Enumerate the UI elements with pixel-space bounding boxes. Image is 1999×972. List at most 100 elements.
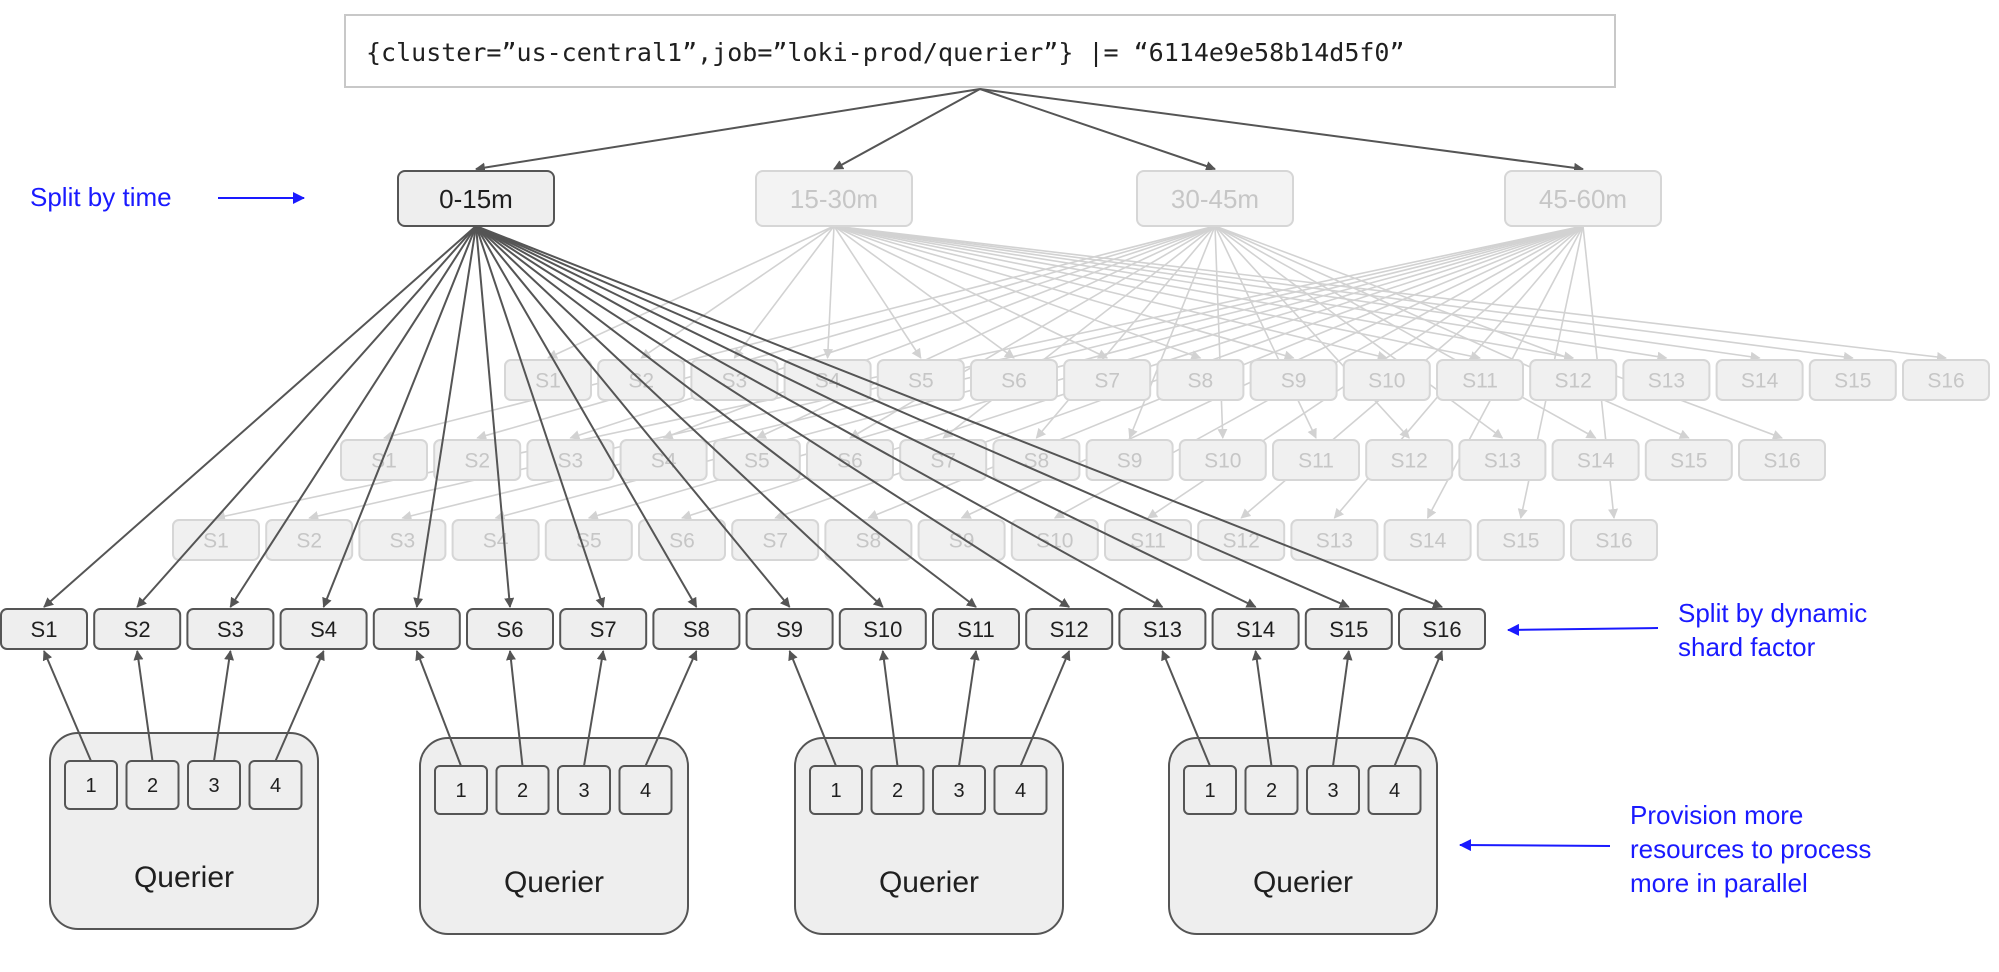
- querier-slot-4-label: 4: [270, 775, 281, 797]
- inactive-arrow: [547, 225, 835, 359]
- shard-s5: S5: [372, 608, 461, 650]
- inactive-shard-s11-rect: [1436, 359, 1524, 401]
- inactive-shard-s16-rect: [1738, 439, 1826, 481]
- inactive-shard-s4-label: S4: [651, 450, 677, 473]
- inactive-shard-s6: S6: [806, 439, 894, 481]
- time-split-30-45m-label: 30-45m: [1171, 184, 1259, 214]
- active-arrow-s12: [475, 225, 1071, 608]
- worker-arrow: [415, 650, 462, 767]
- shard-s11-label: S11: [957, 617, 995, 642]
- inactive-arrow: [1214, 225, 1317, 439]
- inactive-arrow: [640, 225, 835, 359]
- split-by-time-annotation: Split by time: [30, 180, 172, 214]
- querier-slot-4: 4: [1367, 765, 1422, 815]
- inactive-shard-s10-rect: [1342, 359, 1431, 401]
- inactive-shard-s4-rect: [619, 439, 708, 481]
- inactive-shard-s15-label: S15: [1670, 450, 1707, 473]
- querier-slot-2: 2: [870, 765, 925, 815]
- worker-arrow: [788, 650, 837, 767]
- querier-slot-3-label: 3: [578, 780, 589, 802]
- logql-query-box: {cluster=”us-central1”,job=”loki-prod/qu…: [344, 14, 1616, 88]
- inactive-shard-s9-label: S9: [949, 530, 975, 553]
- inactive-arrow: [1214, 225, 1597, 439]
- inactive-shard-s9-rect: [917, 519, 1006, 561]
- inactive-shard-s6-label: S6: [1001, 370, 1027, 393]
- inactive-shard-s8-rect: [824, 519, 913, 561]
- querier-slot-1: 1: [434, 765, 488, 815]
- inactive-shard-s2: S2: [265, 519, 354, 561]
- shard-s6-rect: [466, 608, 554, 650]
- inactive-arrow: [849, 225, 1216, 439]
- inactive-shard-s15-label: S15: [1502, 530, 1539, 553]
- inactive-shard-s16-label: S16: [1763, 450, 1800, 473]
- inactive-shard-s13: S13: [1290, 519, 1379, 561]
- inactive-shard-s11-label: S11: [1462, 370, 1498, 393]
- active-arrow-s10: [475, 225, 884, 608]
- inactive-shard-s14: S14: [1383, 519, 1472, 561]
- inactive-shard-s16-label: S16: [1927, 370, 1964, 393]
- querier-slot-2-label: 2: [892, 780, 903, 802]
- inactive-shard-s16-rect: [1902, 359, 1990, 401]
- inactive-shard-s10-label: S10: [1204, 450, 1241, 473]
- shard-s8-rect: [652, 608, 741, 650]
- querier-slot-1-label: 1: [455, 780, 466, 802]
- querier-label: Querier: [504, 866, 604, 899]
- inactive-shard-s2-label: S2: [296, 530, 322, 553]
- time-split-15-30m-rect: [755, 170, 913, 227]
- inactive-shard-s12: S12: [1365, 439, 1454, 481]
- provision-annotation: Provision more resources to process more…: [1630, 798, 1871, 900]
- inactive-shard-s12-label: S12: [1223, 530, 1260, 553]
- time-split-arrow-3: [979, 88, 1584, 173]
- querier-label: Querier: [134, 861, 234, 894]
- time-split-45-60m-rect: [1504, 170, 1662, 227]
- shard-s8: S8: [652, 608, 741, 650]
- active-arrow-s4: [322, 225, 477, 608]
- inactive-arrow: [833, 225, 1575, 362]
- time-split-15-30m-label: 15-30m: [790, 184, 878, 214]
- time-split-0-15m-rect: [397, 170, 555, 227]
- inactive-shard-s14-label: S14: [1577, 450, 1615, 473]
- worker-arrow: [1019, 650, 1071, 767]
- inactive-shard-s6-label: S6: [669, 530, 695, 553]
- shard-s6-label: S6: [497, 617, 524, 642]
- shard-s12-label: S12: [1050, 617, 1089, 642]
- querier-slot-3: 3: [932, 765, 986, 815]
- inactive-shard-s15: S15: [1644, 439, 1733, 481]
- querier-slot-2-label: 2: [517, 780, 528, 802]
- inactive-shard-s16-rect: [1570, 519, 1658, 561]
- querier-slot-3-label: 3: [208, 775, 219, 797]
- inactive-shard-s13-rect: [1458, 439, 1547, 481]
- inactive-shard-s16-label: S16: [1595, 530, 1632, 553]
- shard-s3: S3: [186, 608, 275, 650]
- inactive-shard-s16: S16: [1738, 439, 1826, 481]
- inactive-arrow: [733, 225, 835, 359]
- inactive-arrow: [942, 225, 1216, 439]
- split-by-shard-annotation: Split by dynamic shard factor: [1678, 596, 1867, 664]
- inactive-arrow: [1035, 225, 1216, 439]
- inactive-shard-s3-rect: [358, 519, 447, 561]
- shard-s11-rect: [932, 608, 1020, 650]
- time-split-45-60m-label: 45-60m: [1539, 184, 1627, 214]
- inactive-shard-s1-label: S1: [535, 370, 561, 393]
- active-arrow-s2: [136, 225, 477, 608]
- inactive-shard-s5-rect: [544, 519, 633, 561]
- inactive-shard-s1: S1: [504, 359, 592, 401]
- shard-s10: S10: [838, 608, 927, 650]
- active-arrow-s16: [475, 225, 1443, 609]
- inactive-shard-s8: S8: [1156, 359, 1245, 401]
- inactive-shard-s11: S11: [1104, 519, 1192, 561]
- active-arrow-s6: [475, 225, 515, 608]
- inactive-shard-s4-label: S4: [815, 370, 841, 393]
- inactive-shard-s1-label: S1: [203, 530, 229, 553]
- inactive-arrow: [833, 225, 1668, 362]
- querier-slot-4: 4: [248, 760, 303, 810]
- inactive-shard-s7-rect: [1063, 359, 1152, 401]
- inactive-shard-s9: S9: [1249, 359, 1338, 401]
- querier-slot-1-label: 1: [85, 775, 96, 797]
- inactive-shard-s13-label: S13: [1484, 450, 1521, 473]
- active-arrow-s7: [475, 225, 606, 608]
- shard-s16-label: S16: [1422, 617, 1461, 642]
